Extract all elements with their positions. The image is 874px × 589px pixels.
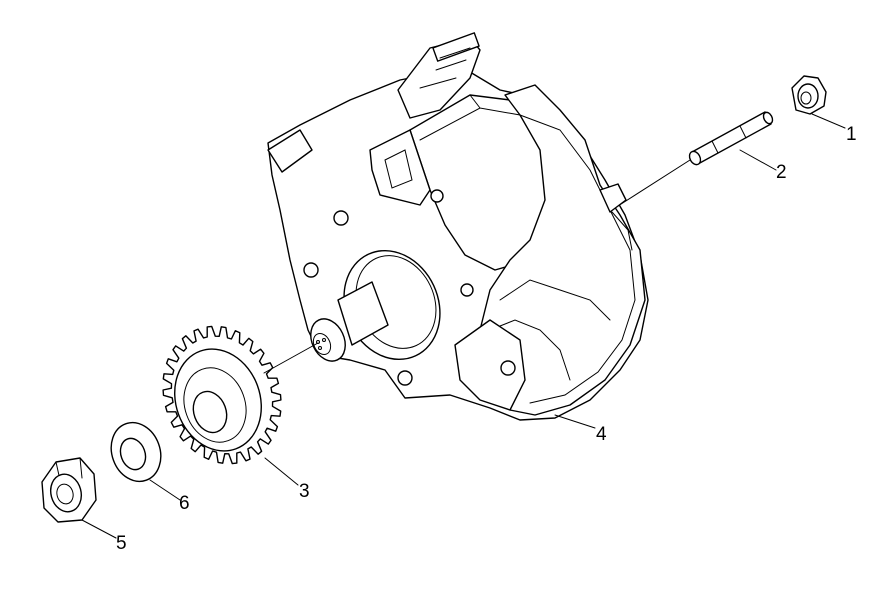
- assembly-axis-lines: [263, 159, 691, 374]
- callout-1: 1: [846, 124, 857, 145]
- flange-nut: [791, 75, 827, 115]
- callout-2: 2: [776, 162, 787, 183]
- callout-5: 5: [116, 533, 127, 554]
- callout-6: 6: [179, 493, 190, 514]
- stud-bolt: [688, 111, 774, 166]
- drive-gear: [162, 325, 282, 465]
- pump-housing: [267, 32, 649, 421]
- hex-nut: [41, 457, 97, 523]
- callout-4: 4: [596, 424, 607, 445]
- callout-3: 3: [299, 481, 310, 502]
- lock-washer: [110, 421, 162, 483]
- leader-lines: [81, 113, 846, 539]
